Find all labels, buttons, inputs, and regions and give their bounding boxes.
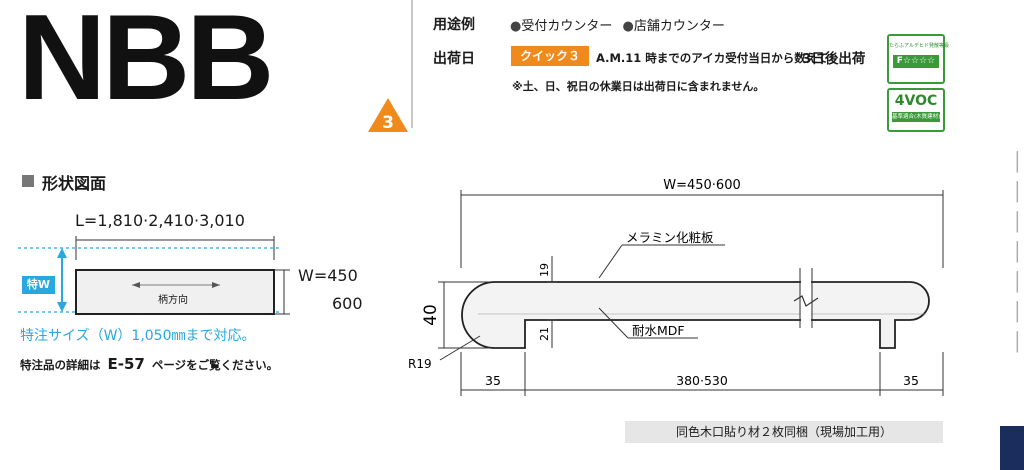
included-parts-note: 同色木口貼り材２枚同梱（現場加工用） <box>625 421 943 443</box>
arrow-up-icon <box>57 248 67 258</box>
detail-prefix: 特注品の詳細は <box>20 358 101 372</box>
quick-badge: クイック３ <box>511 46 589 66</box>
bottom-left-dim: 35 <box>485 373 501 388</box>
orange-triangle-badge: 3 <box>368 98 408 133</box>
bullet-icon: ● <box>622 19 634 34</box>
arrow-right-icon <box>212 282 220 288</box>
usage-item: 店舗カウンター <box>633 19 725 34</box>
arrow-down-icon <box>57 302 67 312</box>
mdf-leader <box>598 307 629 339</box>
radius-leader-line <box>439 335 481 361</box>
break-symbol-icon <box>793 295 819 307</box>
melamine-label: メラミン化粧板 <box>626 230 714 245</box>
badge-number: 3 <box>382 113 394 133</box>
detail-suffix: ページをご覧ください。 <box>151 358 279 372</box>
shipping-label: 出荷日 <box>433 51 475 67</box>
f4-cert-top: たらふアルデヒド発散等級 <box>889 43 949 49</box>
top-dim-text: W=450·600 <box>663 178 741 193</box>
product-title: NBB <box>18 0 274 125</box>
shipping-note: ※土、日、祝日の休業日は出荷日に含まれません。 <box>512 80 765 93</box>
shape-heading: 形状図面 <box>42 174 107 193</box>
voc-cert-sub: 基準適合(木質建材) <box>892 112 941 122</box>
detail-page-link[interactable]: E-57 <box>107 355 145 373</box>
f4-cert-badge: たらふアルデヒド発散等級 F☆☆☆☆ <box>887 34 949 84</box>
mdf-label: 耐水MDF <box>632 323 685 338</box>
usage-list: ●受付カウンター ●店舗カウンター <box>510 15 725 34</box>
section-drawing: W=450·600 19 21 40 R19 メラミン化粧板 耐水MDF 35 … <box>408 178 944 396</box>
square-bullet-icon <box>22 175 34 187</box>
arrow-left-icon <box>132 282 140 288</box>
shipping-days: 3日後出荷 <box>802 51 866 67</box>
plan-drawing <box>18 236 290 315</box>
special-w-badge: 特W <box>22 276 55 294</box>
bullet-icon: ● <box>510 19 522 34</box>
page-tab-marker <box>1000 426 1024 470</box>
length-label: L=1,810·2,410·3,010 <box>75 211 245 230</box>
melamine-leader <box>598 244 623 279</box>
special-size-note: 特注サイズ（W）1,050㎜まで対応。 <box>20 328 256 344</box>
dim-21-text: 21 <box>538 327 551 341</box>
width-label-1: W=450 <box>298 266 358 285</box>
header-divider <box>411 0 413 128</box>
dim-19-text: 19 <box>538 263 551 277</box>
usage-item: 受付カウンター <box>521 19 613 34</box>
bottom-right-dim: 35 <box>903 373 919 388</box>
bottom-mid-dim: 380·530 <box>676 373 728 388</box>
voc-cert-main: 4VOC <box>894 93 938 109</box>
usage-label: 用途例 <box>433 17 475 33</box>
voc-cert-badge: 4VOC 基準適合(木質建材) <box>887 88 945 132</box>
adjacent-page-edge: │││││││ <box>1012 152 1023 353</box>
shipping-text: A.M.11 時までのアイカ受付当日から数えて <box>596 51 829 65</box>
top-panel-rect <box>75 269 275 315</box>
width-label-2: 600 <box>332 294 363 313</box>
radius-text: R19 <box>408 357 432 371</box>
f4-cert-main: F☆☆☆☆ <box>893 55 939 68</box>
dim-40-text: 40 <box>421 304 441 326</box>
detail-note: 特注品の詳細は E-57 ページをご覧ください。 <box>20 355 278 373</box>
grain-label: 柄方向 <box>158 295 188 306</box>
